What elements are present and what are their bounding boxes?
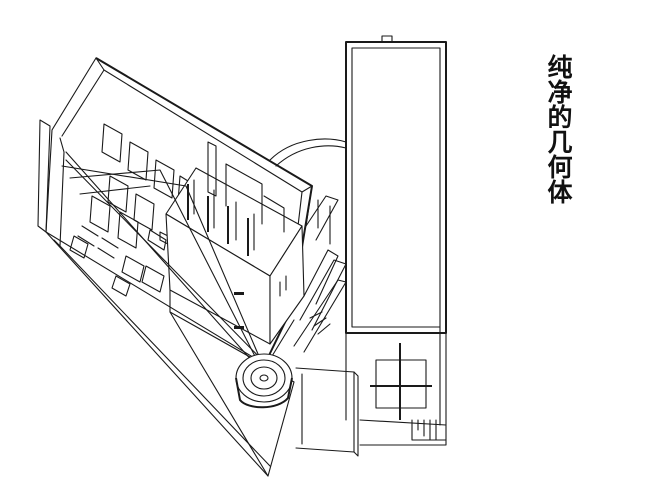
inner-block [166, 142, 304, 366]
light-rays [62, 152, 268, 372]
caption-text: 纯净的几何体 [544, 54, 573, 204]
cylinder-tower [236, 354, 292, 407]
connecting-wing [294, 196, 346, 352]
lower-block [296, 368, 358, 456]
curved-wall [270, 139, 346, 166]
tower-block [346, 36, 446, 445]
